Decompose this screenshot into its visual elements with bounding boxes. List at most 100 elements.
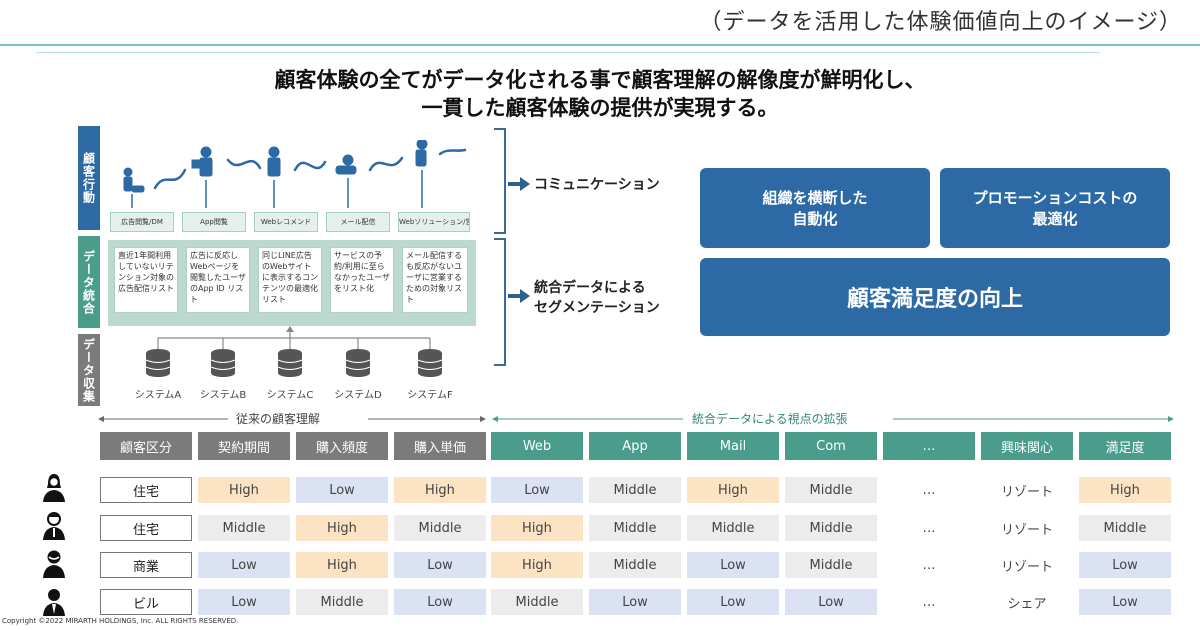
table-cell: シェア	[1007, 596, 1047, 612]
system-label-c: システムC	[266, 390, 314, 401]
database-icon	[417, 349, 443, 377]
system-label-d: システムD	[334, 390, 382, 401]
table-cell: Low	[198, 552, 290, 578]
table-cell: …	[922, 482, 936, 498]
box-promotion-cost: プロモーションコストの 最適化	[940, 168, 1170, 248]
table-header-cell: App	[589, 432, 681, 460]
table-cell: High	[198, 477, 290, 503]
segment-list-3: 同じLINE広告のWebサイトに表示するコンテンツの最適化リスト	[258, 247, 322, 313]
table-header-cell: …	[883, 432, 975, 460]
table-header-cell: 興味関心	[981, 432, 1073, 460]
table-cell: High	[491, 515, 583, 541]
section-arrows	[98, 416, 1174, 422]
table-cell: リゾート	[1000, 484, 1053, 500]
table-cell: Middle	[589, 477, 681, 503]
table-cell: Middle	[1079, 515, 1171, 541]
table-cell: High	[296, 515, 388, 541]
table-cell: Middle	[785, 515, 877, 541]
table-cell: Low	[589, 589, 681, 615]
system-label-f: システムF	[407, 390, 453, 401]
table-cell: Low	[394, 552, 486, 578]
collection-connectors	[157, 326, 431, 350]
table-cell: Middle	[785, 552, 877, 578]
box-promo-line-1: プロモーションコストの	[972, 189, 1138, 207]
customer-journey-illustration	[123, 140, 467, 208]
table-cell: …	[922, 594, 936, 610]
arrow-right-icon	[520, 289, 530, 303]
table-header-cell: 顧客区分	[100, 432, 192, 460]
database-icon	[210, 349, 236, 377]
table-cell: High	[394, 477, 486, 503]
table-header-cell: Web	[491, 432, 583, 460]
box-promo-line-2: 最適化	[1032, 210, 1078, 228]
table-cell: Low	[198, 589, 290, 615]
sidebar-data-collection: データ収集	[78, 334, 100, 406]
sidebar-customer-behavior: 顧客行動	[78, 126, 100, 230]
table-cell: Low	[1079, 552, 1171, 578]
label-segmentation-1: 統合データによる	[534, 280, 646, 296]
section-traditional: 従来の顧客理解	[236, 412, 321, 426]
system-label-b: システムB	[199, 390, 247, 401]
arrow-right-icon	[520, 177, 530, 191]
table-cell: Middle	[687, 515, 779, 541]
table-cell: Low	[785, 589, 877, 615]
table-cell: High	[296, 552, 388, 578]
table-header-cell: 契約期間	[198, 432, 290, 460]
table-cell: High	[687, 477, 779, 503]
businessman-icon	[43, 589, 65, 616]
label-communication: コミュニケーション	[534, 177, 660, 193]
bracket-integration	[494, 238, 506, 366]
copyright: Copyright ©2022 MIRARTH HOLDINGS, Inc. A…	[2, 617, 239, 625]
table-cell: Low	[296, 477, 388, 503]
arrow-stem	[508, 182, 520, 186]
table-header-cell: 満足度	[1079, 432, 1171, 460]
table-cell: リゾート	[1000, 559, 1053, 575]
segment-list-5: メール配信するも反応がないユーザに営業するための対象リスト	[402, 247, 468, 313]
touchpoint-app: App閲覧	[182, 212, 246, 232]
box-cross-org-automation: 組織を横断した 自動化	[700, 168, 930, 248]
database-icon	[145, 349, 171, 377]
table-cell: Middle	[491, 589, 583, 615]
table-cell: Low	[687, 552, 779, 578]
business-person-icon	[43, 550, 65, 578]
table-cell: Low	[394, 589, 486, 615]
touchpoint-web-recommend: Webレコメンド	[254, 212, 318, 232]
table-header-cell: Com	[785, 432, 877, 460]
box-customer-satisfaction: 顧客満足度の向上	[700, 258, 1170, 336]
arrow-stem	[508, 294, 520, 298]
table-cell: Low	[491, 477, 583, 503]
table-cell: Middle	[394, 515, 486, 541]
table-header-cell: Mail	[687, 432, 779, 460]
table-cell: Low	[1079, 589, 1171, 615]
touchpoint-mail: メール配信	[326, 212, 390, 232]
male-person-icon	[43, 512, 65, 540]
headline-line-1: 顧客体験の全てがデータ化される事で顧客理解の解像度が鮮明化し、	[274, 68, 926, 92]
customer-category-cell: 住宅	[100, 477, 192, 503]
table-cell: Middle	[198, 515, 290, 541]
table-cell: High	[491, 552, 583, 578]
table-cell: Low	[687, 589, 779, 615]
touchpoint-web-solution: Webソリューション/営業商談	[398, 212, 470, 232]
table-header-cell: 購入頻度	[296, 432, 388, 460]
box-cross-org-line-2: 自動化	[792, 210, 838, 228]
headline-line-2: 一貫した顧客体験の提供が実現する。	[421, 96, 779, 120]
table-cell: リゾート	[1000, 522, 1053, 538]
customer-category-cell: 商業	[100, 552, 192, 578]
box-cross-org-line-1: 組織を横断した	[762, 189, 868, 207]
segment-list-4: サービスの予約/利用に至らなかったユーザをリスト化	[330, 247, 394, 313]
database-icon	[277, 349, 303, 377]
table-cell: Middle	[589, 515, 681, 541]
label-segmentation-2: セグメンテーション	[534, 300, 660, 316]
header-divider-thin	[36, 52, 1100, 53]
database-icon	[345, 349, 371, 377]
header-divider	[0, 44, 1200, 46]
table-cell: …	[922, 557, 936, 573]
sidebar-data-integration: データ統合	[78, 236, 100, 328]
bracket-behavior	[494, 128, 506, 234]
table-cell: High	[1079, 477, 1171, 503]
customer-category-cell: ビル	[100, 589, 192, 615]
table-cell: Middle	[589, 552, 681, 578]
system-label-a: システムA	[134, 390, 182, 401]
table-cell: Middle	[785, 477, 877, 503]
touchpoint-ad-dm: 広告閲覧/DM	[110, 212, 174, 232]
